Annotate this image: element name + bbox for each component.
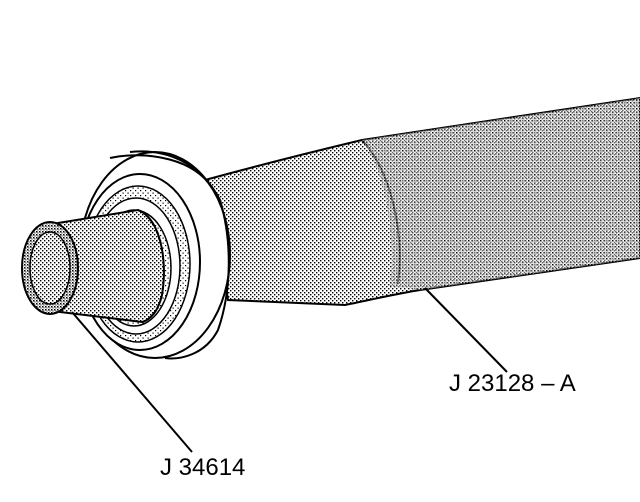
- pilot-shaft: [21, 208, 165, 324]
- callout-label-tool-a: J 23128 – A: [449, 370, 576, 397]
- installer-handle: [203, 96, 640, 307]
- callout-label-tool-b: J 34614: [160, 454, 246, 481]
- leader-line-tool-a: [424, 287, 508, 373]
- leader-line-tool-b: [71, 311, 193, 453]
